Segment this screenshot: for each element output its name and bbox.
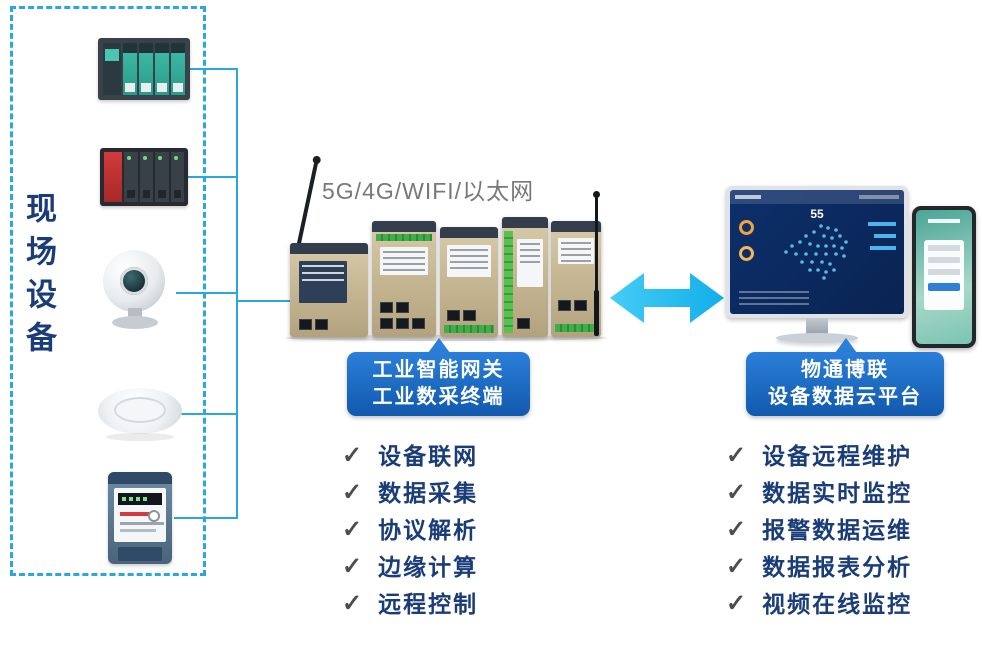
connector-line	[186, 68, 238, 70]
check-icon: ✓	[342, 590, 363, 617]
feature-item: ✓ 边缘计算	[342, 553, 479, 580]
network-type-label: 5G/4G/WIFI/以太网	[322, 178, 535, 204]
field-devices-panel	[10, 6, 206, 576]
monitor-stand-neck	[806, 318, 828, 334]
monitor-stand-base	[776, 333, 858, 343]
connector-line	[186, 176, 238, 178]
feature-item: ✓ 数据采集	[342, 479, 479, 506]
bubble-pointer	[428, 338, 450, 353]
check-icon: ✓	[342, 442, 363, 469]
check-icon: ✓	[342, 553, 363, 580]
feature-label: 远程控制	[378, 591, 479, 617]
connector-line	[176, 292, 238, 294]
dashboard-screen: 55	[730, 190, 904, 314]
phone-login-card	[924, 240, 964, 310]
camera-lens	[120, 267, 148, 295]
gateway-device-5	[551, 221, 601, 337]
feature-item: ✓ 报警数据运维	[726, 516, 913, 543]
plc-red-module	[104, 152, 122, 202]
feature-label: 数据报表分析	[762, 554, 913, 580]
desktop-monitor: 55	[726, 186, 908, 352]
feature-label: 边缘计算	[378, 554, 479, 580]
connector-line	[180, 413, 238, 415]
feature-label: 设备远程维护	[762, 443, 913, 469]
ip-camera-icon	[95, 250, 179, 336]
check-icon: ✓	[726, 516, 747, 543]
smoke-detector-icon	[98, 384, 182, 444]
gateway-device-1	[290, 243, 368, 337]
energy-meter-icon	[108, 472, 172, 564]
gauge-icon	[739, 220, 754, 235]
check-icon: ✓	[342, 479, 363, 506]
gauge-icon	[739, 246, 754, 261]
bubble-pointer	[835, 338, 857, 353]
feature-item: ✓ 数据报表分析	[726, 553, 913, 580]
phone-screen	[916, 210, 972, 344]
bubble-text: 工业数采终端	[372, 386, 505, 408]
check-icon: ✓	[342, 516, 363, 543]
dashboard-bar	[870, 246, 896, 250]
dashboard-kpi: 55	[810, 207, 824, 221]
phone-input-field	[928, 257, 960, 263]
antenna-icon	[594, 290, 599, 336]
gateway-device-4	[502, 217, 548, 337]
feature-label: 数据实时监控	[762, 480, 913, 506]
feature-label: 数据采集	[378, 480, 479, 506]
china-map-dots	[784, 224, 848, 280]
bubble-text: 物通博联	[801, 359, 889, 381]
feature-item: ✓ 设备联网	[342, 442, 479, 469]
gateway-device-3	[440, 227, 498, 337]
feature-item: ✓ 协议解析	[342, 516, 479, 543]
plc-cpu-module	[103, 43, 122, 95]
gateway-device-2	[372, 221, 436, 337]
dashboard-bar	[868, 222, 896, 226]
check-icon: ✓	[726, 442, 747, 469]
feature-label: 设备联网	[378, 443, 479, 469]
bubble-text: 设备数据云平台	[768, 386, 922, 408]
phone-input-field	[928, 245, 960, 251]
antenna-tip	[593, 191, 600, 198]
feature-label: 报警数据运维	[762, 517, 913, 543]
dashboard-table	[739, 291, 809, 307]
monitor-frame: 55	[726, 186, 908, 318]
phone-app-title	[928, 219, 960, 223]
antenna-icon	[595, 196, 598, 294]
antenna-icon	[296, 161, 319, 249]
feature-label: 协议解析	[378, 517, 479, 543]
check-icon: ✓	[726, 479, 747, 506]
feature-item: ✓ 数据实时监控	[726, 479, 913, 506]
phone-login-button	[928, 283, 960, 291]
gateway-bubble: 工业智能网关 工业数采终端	[347, 352, 530, 416]
meter-lcd-display	[118, 493, 162, 505]
dashboard-header	[730, 190, 904, 204]
feature-item: ✓ 远程控制	[342, 590, 479, 617]
feature-label: 视频在线监控	[762, 591, 913, 617]
feature-item: ✓ 视频在线监控	[726, 590, 913, 617]
connector-line	[174, 517, 238, 519]
check-icon: ✓	[726, 590, 747, 617]
phone-input-field	[928, 269, 960, 275]
mobile-phone	[912, 206, 976, 348]
feature-item: ✓ 设备远程维护	[726, 442, 913, 469]
bidirectional-arrow	[610, 273, 724, 323]
plc-controller-icon	[100, 148, 188, 206]
plc-rack-icon	[98, 38, 190, 100]
bubble-text: 工业智能网关	[372, 359, 505, 381]
field-devices-label: 现场设备	[21, 192, 56, 364]
platform-bubble: 物通博联 设备数据云平台	[746, 352, 944, 416]
dashboard-bar	[874, 234, 896, 238]
connector-line	[238, 300, 294, 302]
check-icon: ✓	[726, 553, 747, 580]
gateway-feature-list: ✓ 设备联网 ✓ 数据采集 ✓ 协议解析 ✓ 边缘计算 ✓ 远程控制	[342, 444, 478, 629]
platform-feature-list: ✓ 设备远程维护 ✓ 数据实时监控 ✓ 报警数据运维 ✓ 数据报表分析 ✓ 视频…	[726, 444, 912, 629]
